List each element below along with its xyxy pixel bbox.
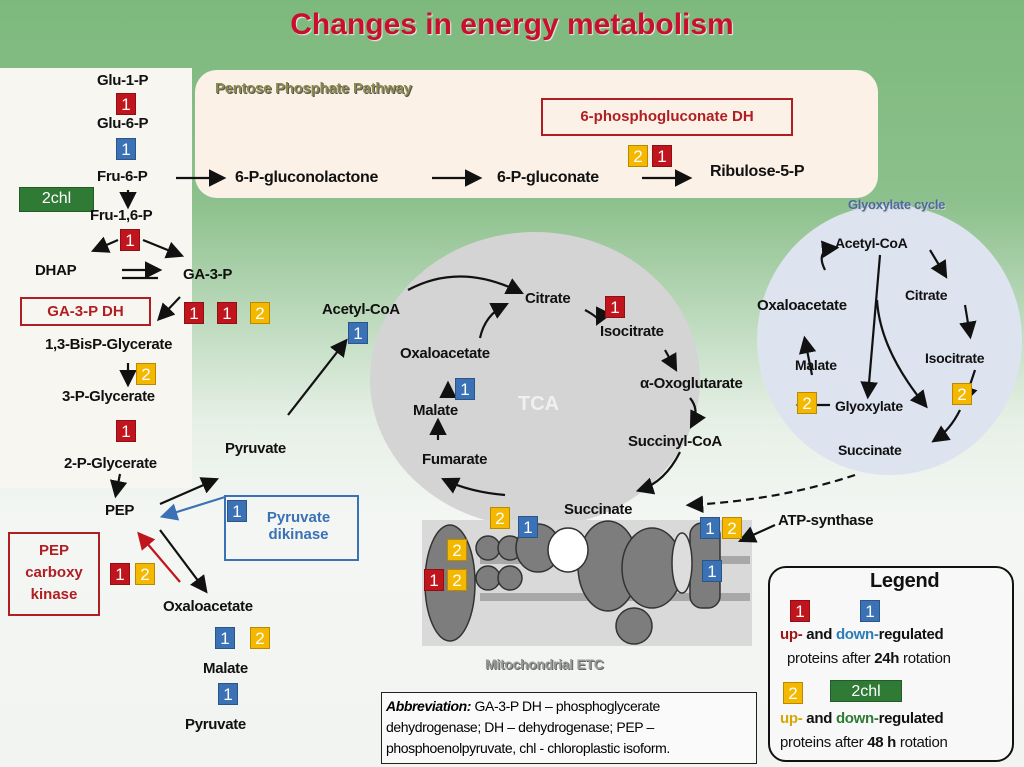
badge-down-24h: 1	[702, 560, 722, 582]
badge-down-24h: 1	[455, 378, 475, 400]
citrate-label: Citrate	[905, 287, 948, 303]
dhap-label: DHAP	[35, 262, 77, 279]
badge-up-24h: 1	[116, 93, 136, 115]
badge-48h: 2	[135, 563, 155, 585]
gluconolactone-label: 6-P-gluconolactone	[235, 169, 379, 186]
glyoxylate-title: Glyoxylate cycle	[848, 197, 946, 212]
pg3-label: 3-P-Glycerate	[62, 388, 155, 405]
pyruvate-label: Pyruvate	[225, 440, 286, 457]
badge-48h: 2	[447, 539, 467, 561]
pyruvate-label: Pyruvate	[185, 716, 246, 733]
malate-label: Malate	[203, 660, 248, 677]
abbreviation-box: Abbreviation: GA-3-P DH – phosphoglycera…	[381, 692, 757, 764]
etc-diagram	[422, 520, 752, 646]
oxaloacetate-label: Oxaloacetate	[163, 598, 253, 615]
6pgdh-enzyme: 6-phosphogluconate DH	[541, 98, 793, 136]
oxoglutarate-label: α-Oxoglutarate	[640, 375, 743, 392]
badge-48h: 2	[722, 517, 742, 539]
tca-label: TCA	[518, 393, 560, 415]
badge-chl: 2chl	[19, 187, 94, 212]
isocitrate-label: Isocitrate	[600, 323, 664, 340]
badge-up-24h: 1	[424, 569, 444, 591]
abbreviation-text: GA-3-P DH – phosphoglycerate dehydrogena…	[386, 698, 670, 756]
legend-48h-line1: up- and down-regulated	[780, 710, 944, 727]
badge-48h: 2	[250, 627, 270, 649]
etc-label: Mitochondrial ETC	[485, 656, 604, 672]
isocitrate-label: Isocitrate	[925, 350, 985, 366]
page-title: Changes in energy metabolism	[290, 8, 734, 41]
glu6p-label: Glu-6-P	[97, 115, 149, 132]
ga3p-label: GA-3-P	[183, 266, 233, 283]
badge-down-24h: 1	[700, 517, 720, 539]
badge-up-24h: 1	[652, 145, 672, 167]
malate-label: Malate	[795, 357, 837, 373]
oxaloacetate-label: Oxaloacetate	[400, 345, 490, 362]
legend-24h-line2: proteins after 24h rotation	[787, 650, 951, 667]
ppp-title: Pentose Phosphate Pathway	[215, 80, 412, 97]
badge-down-24h: 1	[518, 516, 538, 538]
citrate-label: Citrate	[525, 290, 571, 307]
malate-label: Malate	[413, 402, 458, 419]
pep-label: PEP	[105, 502, 135, 519]
ga3pdh-enzyme: GA-3-P DH	[20, 297, 151, 326]
badge-up-24h: 1	[605, 296, 625, 318]
badge-48h: 2	[628, 145, 648, 167]
badge-up-24h: 1	[184, 302, 204, 324]
badge-down-24h: 1	[215, 627, 235, 649]
abbreviation-head: Abbreviation:	[386, 698, 472, 714]
badge-down-24h: 1	[227, 500, 247, 522]
ribulose-label: Ribulose-5-P	[710, 163, 805, 180]
acetylcoa-label: Acetyl-CoA	[322, 301, 400, 318]
succinylcoa-label: Succinyl-CoA	[628, 433, 722, 450]
legend-48h-line2: proteins after 48 h rotation	[780, 734, 948, 751]
fru16p-label: Fru-1,6-P	[90, 207, 153, 224]
badge-down-24h: 1	[218, 683, 238, 705]
glu1p-label: Glu-1-P	[97, 72, 149, 89]
badge-up-24h: 1	[217, 302, 237, 324]
atp-synthase-label: ATP-synthase	[778, 512, 874, 529]
badge-up-24h: 1	[120, 229, 140, 251]
legend-badge-48h: 2	[783, 682, 803, 704]
badge-48h: 2	[952, 383, 972, 405]
gluconate-label: 6-P-gluconate	[497, 169, 599, 186]
succinate-label: Succinate	[564, 501, 633, 518]
bispg-label: 1,3-BisP-Glycerate	[45, 336, 173, 353]
badge-48h: 2	[797, 392, 817, 414]
legend-badge-up: 1	[790, 600, 810, 622]
fru6p-label: Fru-6-P	[97, 168, 148, 185]
oxaloacetate-label: Oxaloacetate	[757, 297, 847, 314]
legend-badge-chl: 2chl	[830, 680, 902, 702]
badge-down-24h: 1	[116, 138, 136, 160]
badge-down-24h: 1	[348, 322, 368, 344]
acetylcoa-label: Acetyl-CoA	[835, 235, 908, 251]
badge-up-24h: 1	[110, 563, 130, 585]
legend-title: Legend	[870, 570, 940, 592]
pep-carboxykinase-enzyme: PEP carboxy kinase	[8, 532, 100, 616]
badge-up-24h: 1	[116, 420, 136, 442]
badge-48h: 2	[447, 569, 467, 591]
fumarate-label: Fumarate	[422, 451, 488, 468]
badge-48h: 2	[136, 363, 156, 385]
badge-48h: 2	[490, 507, 510, 529]
glyoxylate-label: Glyoxylate	[835, 398, 903, 414]
pg2-label: 2-P-Glycerate	[64, 455, 157, 472]
pyruvate-dikinase-enzyme: Pyruvate dikinase	[224, 495, 359, 561]
legend-badge-down: 1	[860, 600, 880, 622]
badge-48h: 2	[250, 302, 270, 324]
succinate-label: Succinate	[838, 442, 902, 458]
legend-24h-line1: up- and down-regulated	[780, 626, 944, 643]
legend-box	[768, 566, 1014, 762]
